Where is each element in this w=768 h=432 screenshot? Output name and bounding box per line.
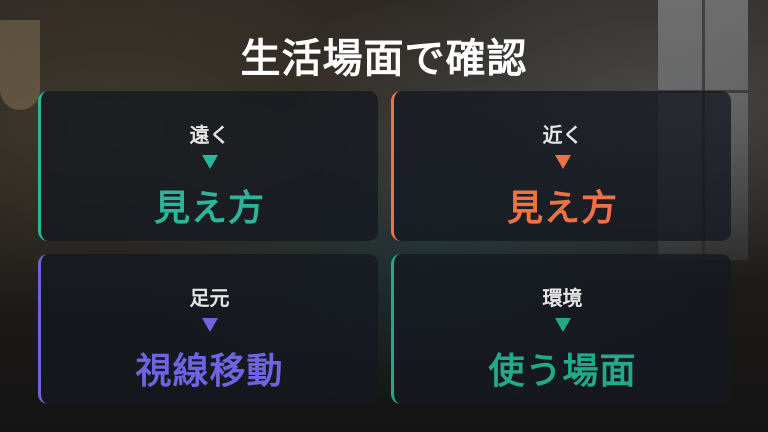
card-label: 環境	[542, 286, 583, 310]
card-label: 遠く	[189, 123, 230, 147]
card-value: 見え方	[153, 188, 265, 229]
card-footing: 足元 視線移動	[38, 254, 378, 404]
card-value: 使う場面	[488, 351, 637, 392]
card-label: 近く	[542, 123, 583, 147]
card-label: 足元	[189, 286, 230, 310]
card-environment: 環境 使う場面	[391, 254, 731, 404]
down-triangle-icon	[554, 155, 571, 169]
card-value: 見え方	[506, 188, 618, 229]
down-triangle-icon	[554, 318, 571, 332]
background-lamp	[0, 20, 40, 110]
down-triangle-icon	[201, 155, 218, 169]
card-far: 遠く 見え方	[38, 91, 378, 241]
page-title: 生活場面で確認	[240, 36, 528, 82]
down-triangle-icon	[201, 318, 218, 332]
card-near: 近く 見え方	[391, 91, 731, 241]
card-value: 視線移動	[135, 351, 284, 392]
